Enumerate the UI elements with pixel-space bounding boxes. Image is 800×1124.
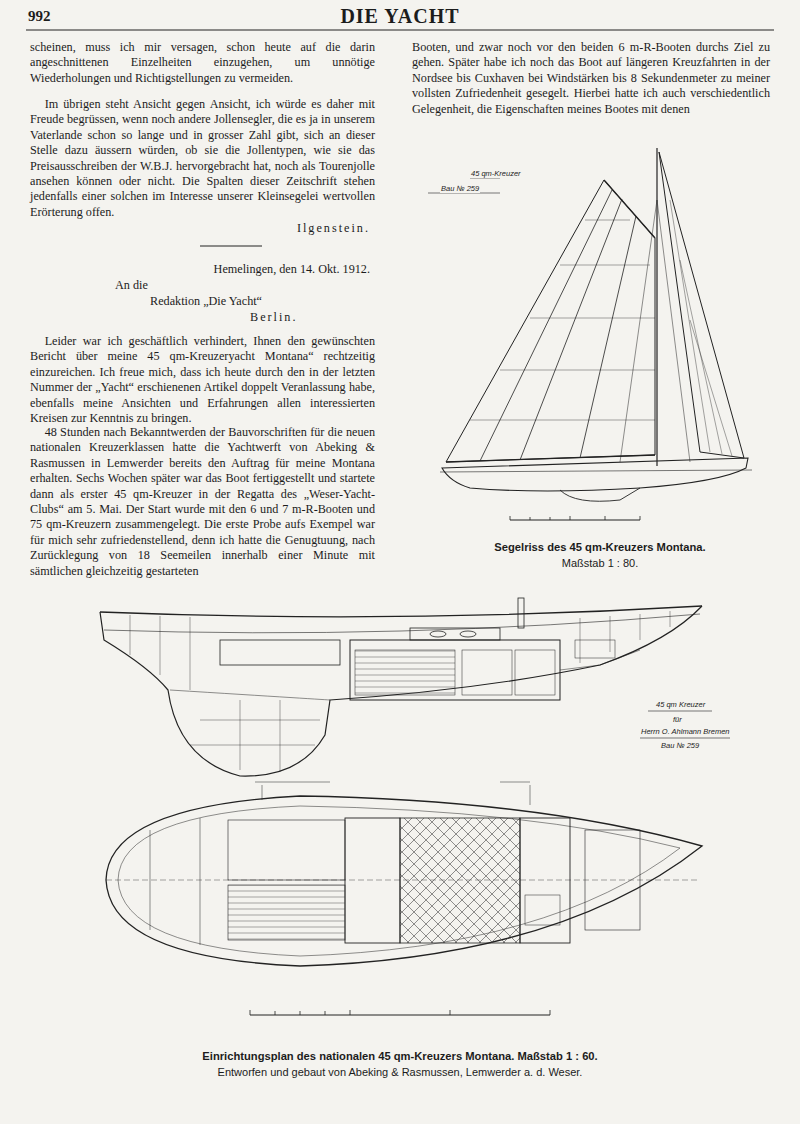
drawing-label: Bau № 259 — [660, 741, 700, 750]
page-title: DIE YACHT — [0, 5, 800, 27]
letter-date: Hemelingen, den 14. Okt. 1912. — [30, 262, 370, 277]
body-text: scheinen, muss ich mir versagen, schon h… — [30, 40, 375, 86]
drawing-label: Herrn O. Ahlmann Bremen — [640, 727, 731, 736]
address-line: Berlin. — [250, 310, 298, 325]
body-text: Im übrigen steht Ansicht gegen Ansicht, … — [30, 97, 375, 220]
drawing-label: Bau № 259 — [440, 184, 480, 193]
body-text: 48 Stunden nach Bekanntwerden der Bauvor… — [30, 425, 375, 579]
accommodation-plan — [106, 785, 702, 1015]
figure-caption: Maßstab 1 : 80. — [440, 556, 760, 570]
profile-section — [100, 598, 730, 782]
header-rule — [26, 29, 774, 30]
figure-credit: Entworfen und gebaut von Abeking & Rasmu… — [0, 1065, 800, 1079]
body-text: Leider war ich geschäftlich verhindert, … — [30, 334, 375, 426]
separator-rule — [200, 246, 262, 247]
sail-plan — [428, 148, 752, 520]
figure-caption: Segelriss des 45 qm-Kreuzers Montana. — [440, 540, 760, 554]
body-text: Booten, und zwar noch vor den beiden 6 m… — [412, 40, 770, 117]
address-line: Redaktion „Die Yacht“ — [150, 294, 262, 309]
drawing-label: 45 qm Kreuzer — [655, 700, 706, 709]
address-line: An die — [115, 278, 148, 293]
page-number: 992 — [28, 8, 51, 25]
drawing-label: 45 qm-Kreuzer — [470, 169, 522, 178]
figure-caption: Einrichtungsplan des nationalen 45 qm-Kr… — [0, 1049, 800, 1063]
signature: Ilgenstein. — [30, 221, 370, 236]
drawing-label: für — [672, 715, 683, 724]
